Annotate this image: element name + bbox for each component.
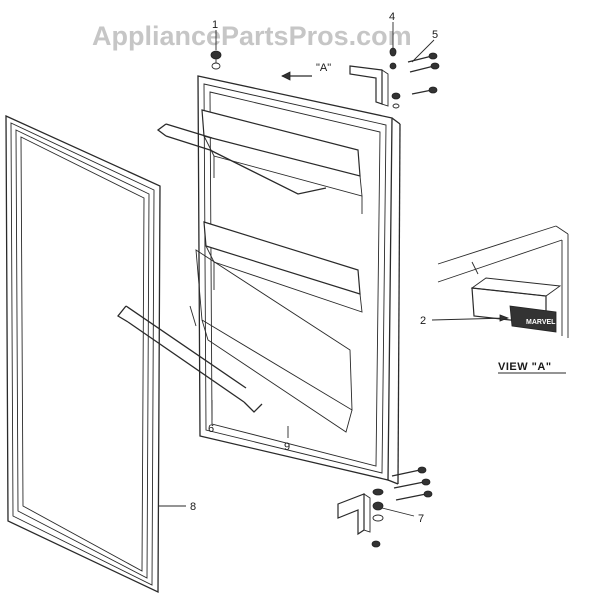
callout-8: 8 <box>190 501 196 513</box>
door-liner <box>189 75 401 485</box>
view-a-arrow <box>281 71 312 81</box>
watermark-text: AppliancePartsPros.com <box>92 21 412 51</box>
callout-7: 7 <box>418 513 424 525</box>
callout-9: 9 <box>284 441 290 453</box>
callout-5: 5 <box>432 29 438 41</box>
door-gasket <box>5 114 161 594</box>
callout-6: 6 <box>208 423 214 435</box>
callout-leaders <box>158 22 510 517</box>
top-hinge-hardware <box>210 47 440 109</box>
nameplate-brand: MARVEL <box>526 319 556 326</box>
upper-shelf-rail <box>156 123 327 195</box>
shelf-rod <box>117 305 263 413</box>
view-a-reference: "A" <box>316 62 331 74</box>
callout-4: 4 <box>389 11 395 23</box>
view-a-inset <box>437 225 569 338</box>
view-a-title: VIEW "A" <box>498 361 552 373</box>
callout-1: 1 <box>212 19 218 31</box>
callout-2: 2 <box>420 315 426 327</box>
bottom-hinge-hardware <box>337 466 433 548</box>
